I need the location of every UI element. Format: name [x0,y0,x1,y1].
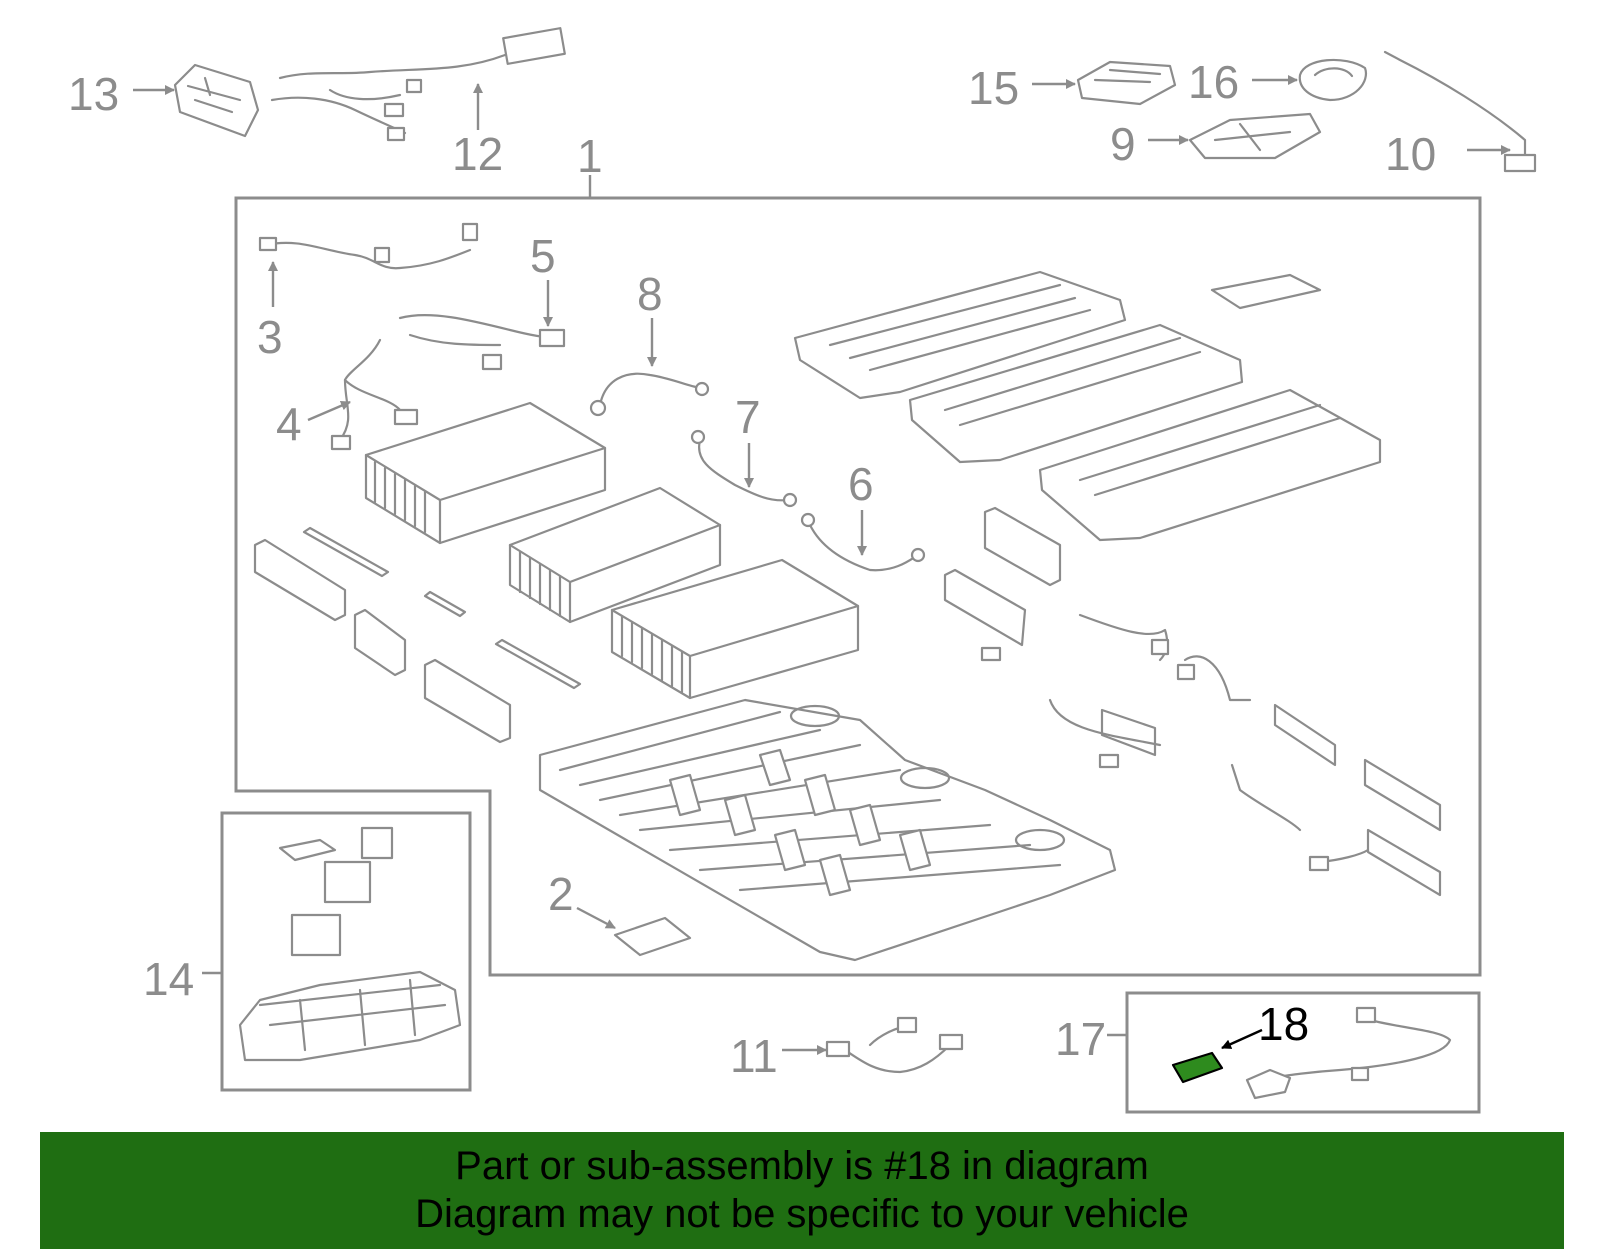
callout-3: 3 [257,311,283,363]
part-5-harness [398,314,566,371]
banner-part-message: Part or sub-assembly is #18 in diagram [455,1144,1149,1188]
callout-18: 18 [1258,998,1309,1050]
callout-13: 13 [68,68,119,120]
callout-9: 9 [1110,118,1136,170]
kit-17-frame [1125,991,1481,1114]
part-9-plate [1188,112,1322,160]
callout-17: 17 [1055,1013,1106,1065]
kit-14-frame [220,811,472,1092]
callout-12: 12 [452,128,503,180]
battery-module-2 [508,486,722,624]
part-10-cable [1383,50,1537,173]
right-side-brackets [943,506,1442,897]
callout-2: 2 [548,868,574,920]
part-12-harness [270,27,566,142]
leader-lines [133,75,1511,1055]
part-7-cable [690,429,798,508]
callout-1: 1 [577,130,603,182]
callout-16: 16 [1188,56,1239,108]
part-3-harness [258,222,479,270]
module-brackets-left [253,526,582,744]
battery-module-3 [610,558,860,700]
part-18-highlighted-component[interactable] [1171,1051,1224,1084]
callout-5: 5 [530,230,556,282]
callout-14: 14 [143,953,194,1005]
part-8-cable [589,372,710,417]
callout-10: 10 [1385,128,1436,180]
part-2-label [613,916,692,957]
kit-17-harness [1245,1006,1452,1100]
callout-labels: 13 12 1 15 16 9 10 3 5 4 8 7 6 2 14 11 1… [68,56,1436,1082]
lower-tray [538,698,1117,962]
upper-case-covers [793,270,1382,542]
banner-disclaimer: Diagram may not be specific to your vehi… [415,1192,1189,1236]
callout-8: 8 [637,268,663,320]
part-15-sensor [1076,60,1177,106]
callout-11: 11 [730,1030,778,1082]
part-16-fan [1298,58,1368,102]
callout-7: 7 [735,391,761,443]
main-assembly-frame [234,196,1482,977]
battery-module-1 [364,401,607,545]
callout-15: 15 [968,62,1019,114]
part-4-harness [330,338,419,451]
part-13-bracket [173,63,260,138]
callout-6: 6 [848,458,874,510]
part-11-harness [825,1016,964,1074]
callout-4: 4 [276,398,302,450]
part-6-cable [800,512,926,572]
kit-14-relays [238,826,462,1062]
info-banner: Part or sub-assembly is #18 in diagram D… [40,1132,1564,1249]
